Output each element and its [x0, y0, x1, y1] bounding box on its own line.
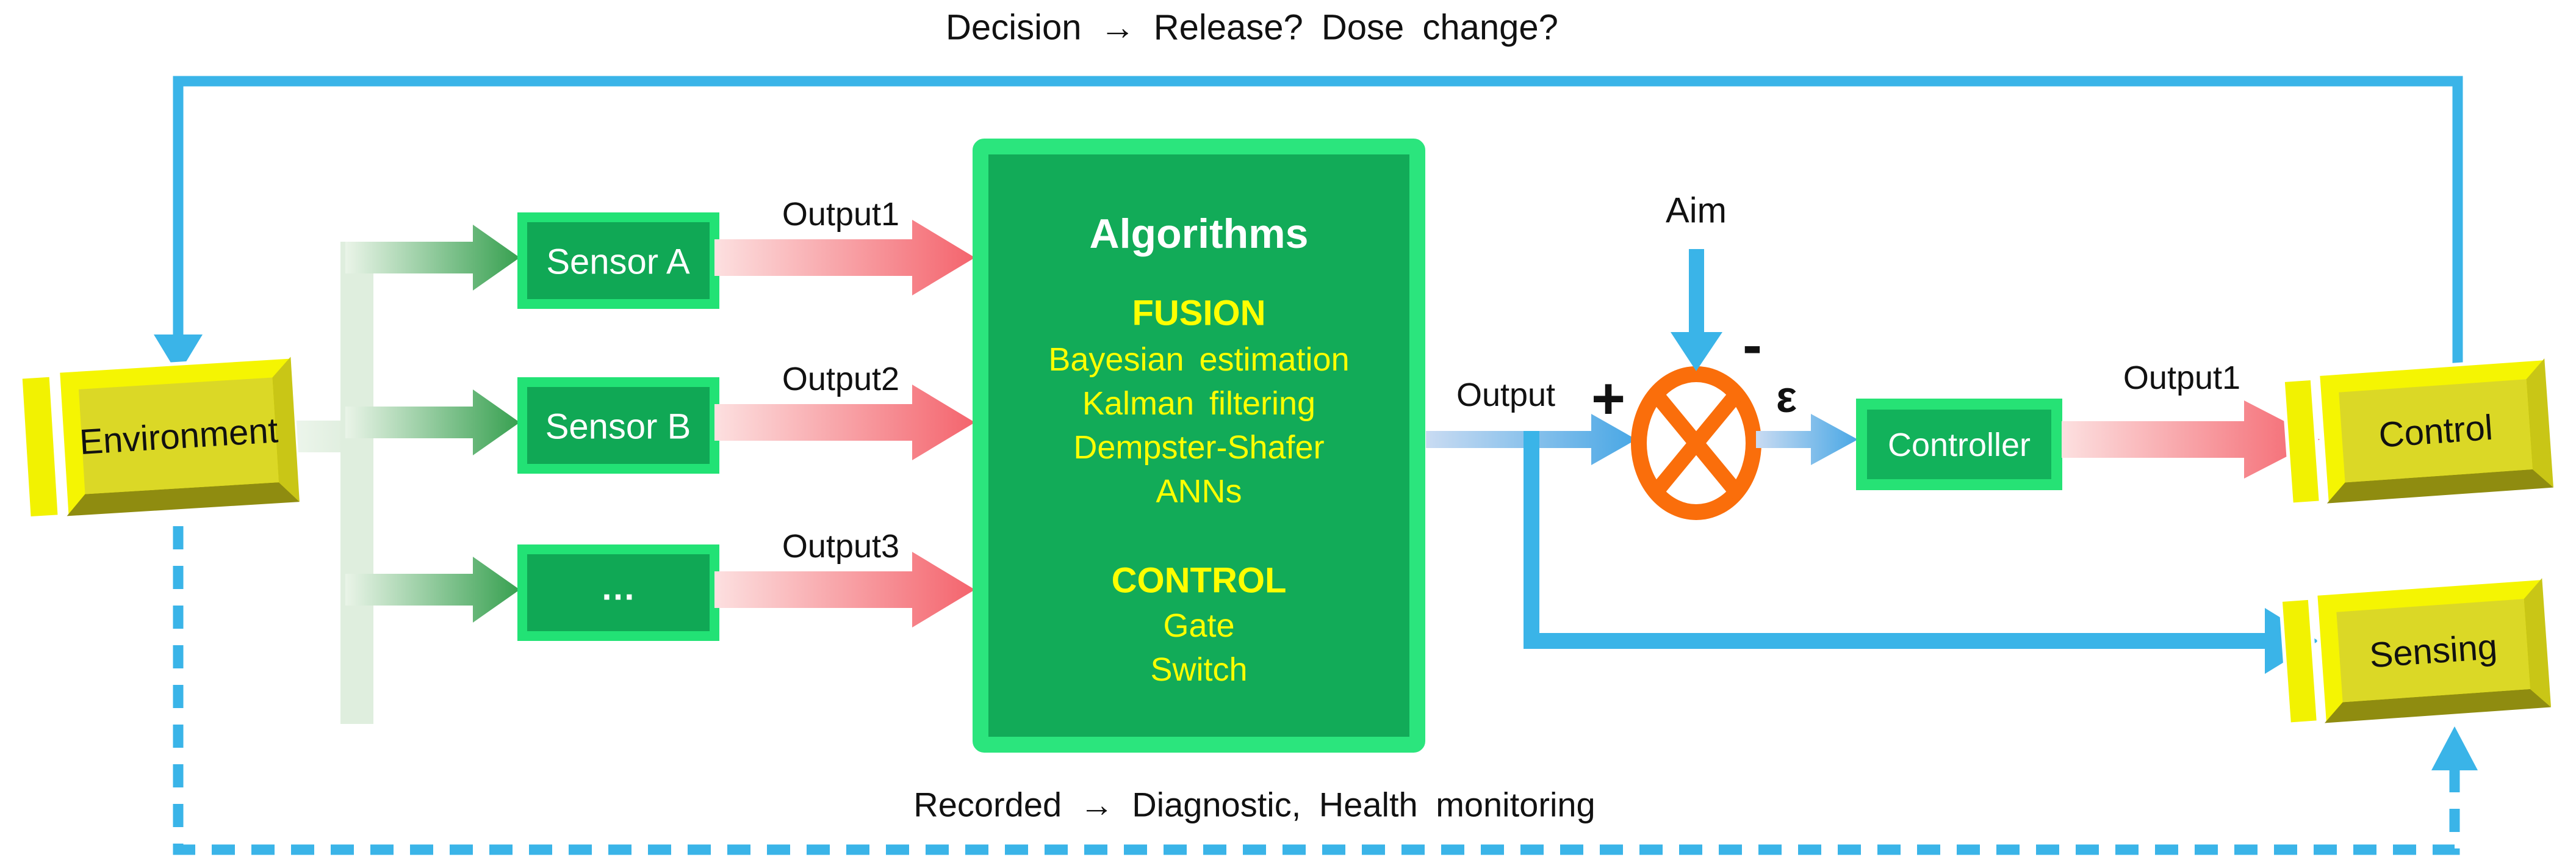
epsilon-label: ε — [1776, 373, 1797, 422]
arrow-controller-output-icon — [2062, 400, 2320, 479]
algorithms-title: Algorithms — [1090, 211, 1309, 257]
fusion-item-bayesian: Bayesian estimation — [1048, 341, 1349, 378]
fusion-item-kalman: Kalman filtering — [1082, 385, 1315, 422]
feedback-branch-vertical — [1524, 431, 1539, 649]
arrow-up-into-sensing-icon — [2431, 726, 2478, 770]
control-node: Control — [2281, 356, 2556, 507]
arrow-to-sensor-more-icon — [345, 557, 520, 623]
recorded-dashed-line — [173, 526, 2460, 855]
arrow-to-sensor-a-icon — [345, 225, 520, 291]
sensor-more-label: … — [600, 568, 636, 607]
arrow-output1-icon — [714, 220, 975, 295]
junction-x-stroke2 — [1648, 386, 1744, 500]
output3-label: Output3 — [782, 528, 899, 565]
sensing-bevel-right — [2524, 578, 2552, 707]
output2-label: Output2 — [782, 361, 899, 397]
sensor-b-label: Sensor B — [545, 407, 691, 446]
arrow-down-into-environment-icon — [154, 335, 203, 375]
environment-node: Environment — [18, 355, 302, 521]
control-label: Control — [2378, 408, 2494, 455]
plus-sign: + — [1591, 366, 1625, 432]
environment-bevel-bottom — [67, 482, 300, 516]
control-item-gate: Gate — [1163, 607, 1234, 644]
control-panel — [2339, 379, 2533, 483]
arrow-error-to-controller-icon — [1756, 414, 1858, 465]
arrow-output3-icon — [714, 552, 975, 627]
aim-label: Aim — [1666, 190, 1727, 230]
top-annotation: Decision → Release? Dose change? — [946, 7, 1558, 47]
control-bevel-right — [2526, 358, 2554, 488]
arrow-aim-down-icon — [1671, 332, 1722, 371]
arrow-output2-icon — [714, 385, 975, 460]
environment-side-face — [18, 373, 62, 521]
control-bevel-bottom — [2326, 469, 2554, 504]
fusion-item-anns: ANNs — [1156, 473, 1242, 510]
sensor-a-label: Sensor A — [546, 242, 690, 281]
aim-arrow-shaft — [1689, 249, 1704, 333]
feedback-line-top — [173, 76, 2463, 371]
environment-panel — [78, 377, 279, 494]
controller-node — [1856, 399, 2062, 490]
environment-bevel-right — [272, 356, 300, 502]
fusion-item-dempster: Dempster-Shafer — [1073, 429, 1324, 466]
controller-output-label: Output1 — [2123, 360, 2240, 396]
control-side-face — [2281, 376, 2323, 507]
branch-vertical-line — [340, 242, 373, 724]
sensing-node: Sensing — [2278, 576, 2553, 726]
fusion-heading: FUSION — [1132, 293, 1265, 333]
sensing-bevel-bottom — [2324, 689, 2552, 723]
output1-label: Output1 — [782, 196, 899, 233]
controller-label: Controller — [1888, 427, 2031, 463]
sensor-more-node — [517, 544, 719, 641]
algorithms-node — [973, 139, 1425, 753]
sensor-b-node — [517, 377, 719, 474]
sensing-panel — [2336, 599, 2530, 703]
arrow-to-sensor-b-icon — [345, 389, 520, 455]
control-item-switch: Switch — [1150, 651, 1247, 688]
sensing-label: Sensing — [2368, 627, 2499, 675]
bottom-annotation: Recorded → Diagnostic, Health monitoring — [913, 786, 1595, 824]
control-heading: CONTROL — [1112, 560, 1287, 600]
sensor-a-node — [517, 212, 719, 309]
output-label: Output — [1456, 377, 1555, 413]
feedback-branch-horizontal — [1524, 633, 2267, 649]
minus-sign: - — [1743, 313, 1762, 378]
sensing-side-face — [2278, 596, 2321, 726]
